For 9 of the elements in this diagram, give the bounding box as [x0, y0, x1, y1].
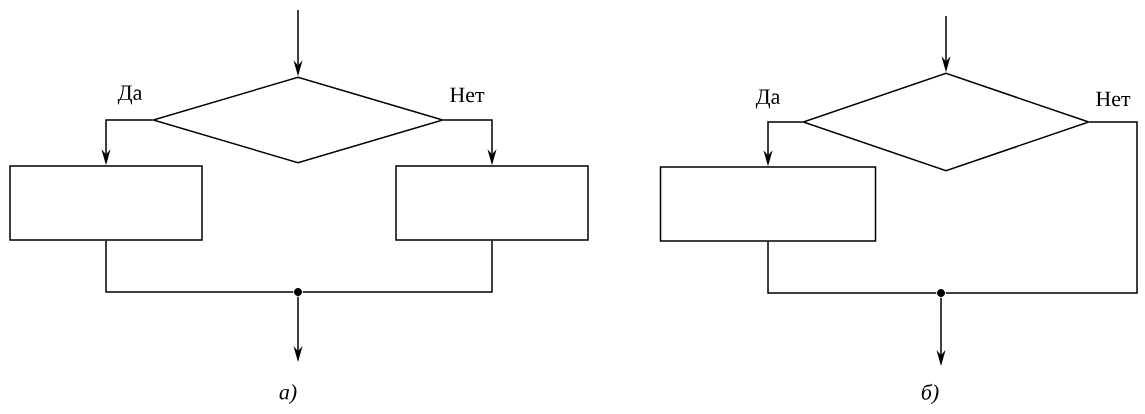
process-box — [395, 165, 589, 241]
process-box — [9, 165, 203, 241]
edge-label: Да — [755, 89, 781, 109]
edge-label: Да — [117, 85, 143, 105]
edge-label: Нет — [450, 87, 485, 103]
process-box — [659, 166, 877, 242]
edge-label: Нет — [1096, 91, 1131, 107]
panel-caption: б) — [921, 383, 939, 405]
panel-caption: а) — [279, 384, 297, 404]
